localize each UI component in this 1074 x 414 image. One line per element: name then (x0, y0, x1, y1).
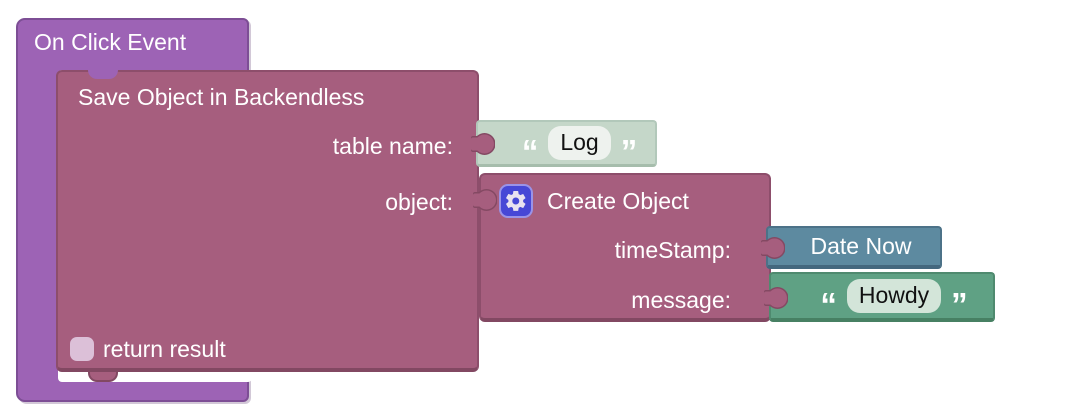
return-result-checkbox[interactable] (70, 337, 94, 361)
table-name-label: table name: (332, 133, 453, 159)
save-object-title: Save Object in Backendless (78, 84, 365, 110)
message-label: message: (631, 286, 731, 313)
date-now-label: Date Now (810, 233, 912, 259)
on-click-event-label: On Click Event (34, 29, 187, 55)
block-create-object[interactable]: Create Object timeStamp: message: (479, 173, 771, 322)
input-connector (764, 287, 788, 309)
object-label: object: (385, 189, 453, 215)
input-connector (471, 133, 495, 155)
open-quote-icon: “ (820, 285, 837, 323)
timestamp-label: timeStamp: (614, 236, 731, 263)
gear-icon[interactable] (499, 184, 533, 218)
statement-notch (88, 70, 118, 79)
return-result-label: return result (103, 335, 226, 362)
howdy-text-field[interactable]: Howdy (846, 279, 942, 313)
block-save-object[interactable]: Save Object in Backendless table name: o… (56, 70, 479, 372)
block-date-now[interactable]: Date Now (766, 226, 942, 269)
input-connector (473, 189, 497, 211)
close-quote-icon: ” (951, 285, 968, 323)
log-text-field[interactable]: Log (548, 126, 611, 160)
input-connector (761, 237, 785, 259)
block-text-howdy[interactable]: “ Howdy ” (769, 272, 995, 322)
next-statement-tab (88, 372, 118, 382)
create-object-title: Create Object (547, 187, 689, 214)
block-text-log[interactable]: “ Log ” (476, 120, 657, 170)
open-quote-icon: “ (521, 132, 539, 170)
close-quote-icon: ” (620, 132, 638, 170)
